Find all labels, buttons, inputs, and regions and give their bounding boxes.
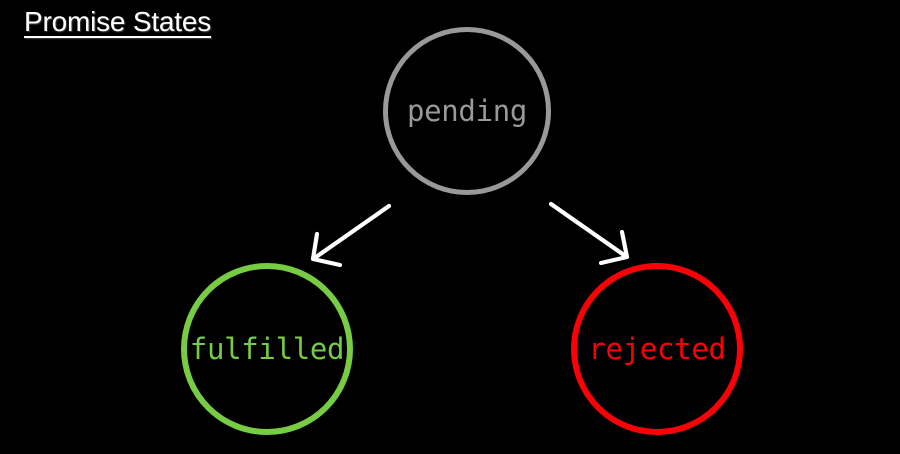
arrow-pending-to-rejected [548, 201, 630, 266]
state-node-fulfilled[interactable]: fulfilled [181, 263, 353, 435]
state-node-rejected-label: rejected [588, 331, 726, 366]
arrow-pending-to-fulfilled [310, 203, 392, 268]
page-title: Promise States [24, 6, 212, 37]
state-node-pending-label: pending [406, 93, 528, 128]
state-node-pending[interactable]: pending [383, 27, 551, 195]
state-node-fulfilled-label: fulfilled [189, 331, 345, 366]
state-node-rejected[interactable]: rejected [571, 263, 743, 435]
